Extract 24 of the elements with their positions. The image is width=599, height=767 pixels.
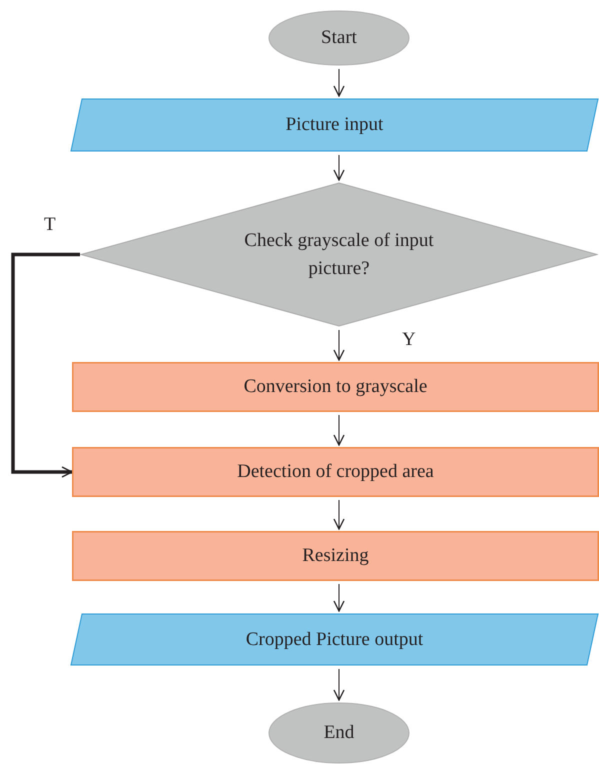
arrow — [333, 414, 345, 446]
decision-diamond — [80, 182, 598, 327]
process-box — [72, 447, 599, 497]
node-label: Picture input — [286, 113, 384, 138]
terminal-ellipse — [268, 10, 410, 66]
arrow — [333, 330, 345, 361]
io-parallelogram — [70, 98, 599, 152]
process-box — [72, 362, 599, 412]
arrow — [333, 154, 345, 181]
node-label: Resizing — [302, 544, 369, 568]
arrow — [333, 668, 345, 701]
arrow — [11, 252, 80, 478]
process-box — [72, 531, 599, 581]
terminal-ellipse — [268, 702, 410, 764]
node-label: Conversion to grayscale — [244, 375, 428, 400]
node-label: Check grayscale of input picture? — [243, 228, 435, 280]
arrow — [333, 584, 345, 612]
arrow — [333, 500, 345, 530]
arrow — [333, 68, 345, 97]
node-label: End — [324, 721, 354, 746]
node-label: Start — [321, 26, 357, 50]
node-label: Cropped Picture output — [246, 628, 424, 652]
node-label: Detection of cropped area — [237, 460, 434, 484]
io-parallelogram — [70, 613, 599, 666]
